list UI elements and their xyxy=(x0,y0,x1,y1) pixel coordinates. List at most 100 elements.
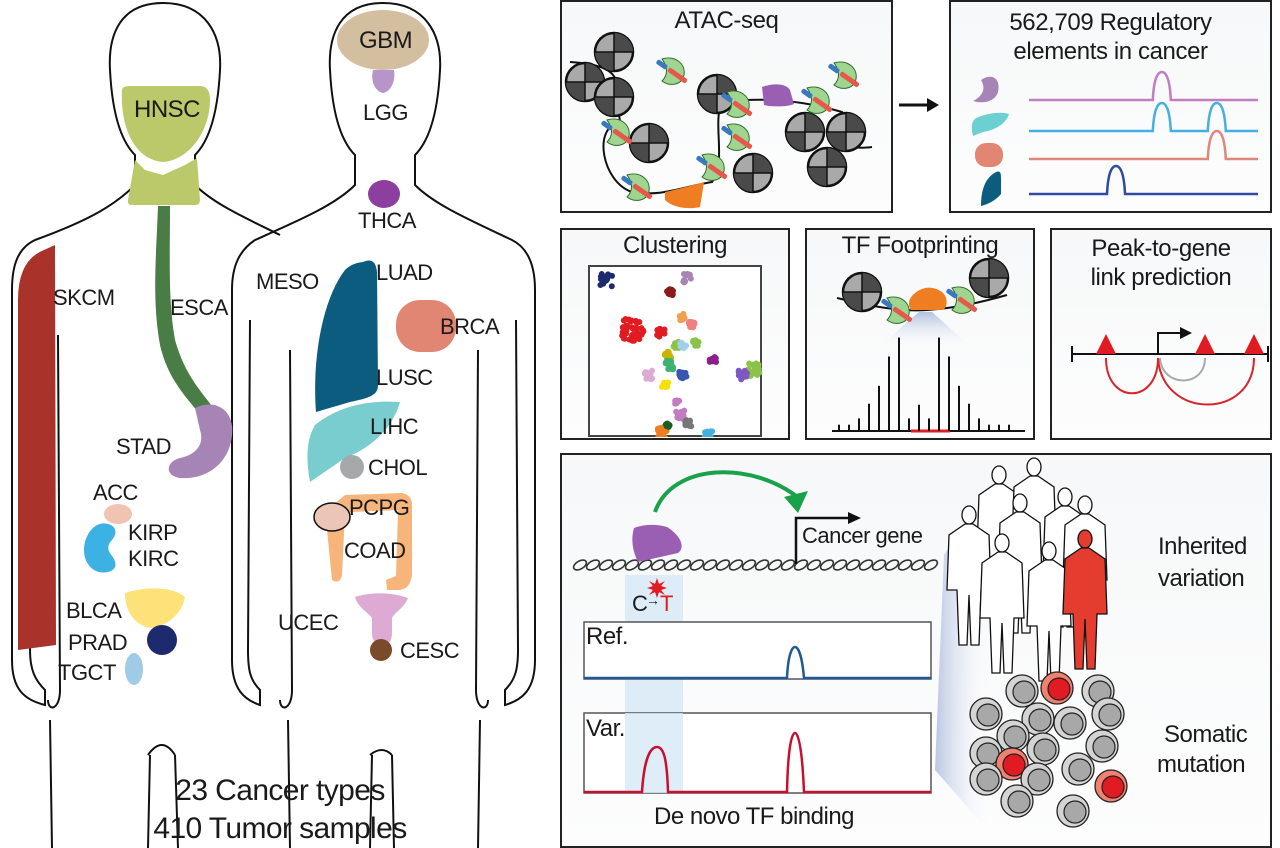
organ-gbm xyxy=(337,10,429,70)
cluster-point xyxy=(703,435,709,437)
cluster-point xyxy=(746,360,753,367)
cluster-point xyxy=(743,373,750,380)
chromatin-illustration xyxy=(564,31,873,209)
cluster-point xyxy=(661,380,668,387)
var-track-signal xyxy=(584,731,931,794)
link-arc xyxy=(1105,357,1159,395)
label-lihc: LIHC xyxy=(370,414,419,439)
tf-purple xyxy=(632,524,682,562)
cluster-point xyxy=(608,283,615,290)
cluster-point xyxy=(687,421,694,428)
organ-prad xyxy=(147,625,177,655)
signal-track-liver xyxy=(1029,101,1258,133)
organ-icon-stomach xyxy=(973,76,999,103)
panel-variant-analysis: Cancer gene C → T Ref. Var. De novo TF b… xyxy=(560,453,1272,848)
mutation-burst-icon xyxy=(647,578,667,598)
label-gbm: GBM xyxy=(359,27,413,54)
label-blca: BLCA xyxy=(66,598,122,623)
cluster-point xyxy=(609,272,616,279)
cluster-point xyxy=(681,407,688,414)
cluster-point xyxy=(686,321,693,328)
cluster-point xyxy=(662,434,668,437)
label-lgg: LGG xyxy=(363,100,408,125)
cluster-point xyxy=(633,319,640,326)
label-ucec: UCEC xyxy=(278,610,339,635)
organ-stad xyxy=(168,404,233,479)
tf-orange xyxy=(665,182,704,209)
panel-clustering: Clustering xyxy=(560,228,790,440)
label-brca: BRCA xyxy=(440,314,500,339)
signal-track-breast xyxy=(1029,129,1258,161)
label-chol: CHOL xyxy=(368,455,428,480)
label-thca: THCA xyxy=(358,208,416,233)
label-luad: LUAD xyxy=(376,260,433,285)
cluster-point xyxy=(656,425,663,432)
cluster-point xyxy=(680,342,687,349)
organ-icon-liver xyxy=(971,112,1009,136)
label-skcm: SKCM xyxy=(53,285,115,310)
cluster-point xyxy=(623,330,630,337)
peak-marker xyxy=(1096,334,1116,354)
cluster-point xyxy=(753,360,760,367)
panel-atac-seq: ATAC-seq xyxy=(560,0,893,213)
footprinting-title: TF Footprinting xyxy=(841,232,999,259)
cluster-point xyxy=(625,316,632,323)
cluster-point xyxy=(682,422,689,429)
label-prad: PRAD xyxy=(68,630,128,655)
cancer-gene-label: Cancer gene xyxy=(802,523,923,548)
organ-acc xyxy=(104,504,132,524)
peak-marker xyxy=(1195,334,1215,354)
peak-marker xyxy=(1244,334,1264,354)
organ-hnsc xyxy=(121,86,210,162)
cluster-point xyxy=(687,275,694,282)
variant-illustration xyxy=(572,457,1128,835)
footprint-illustration xyxy=(832,257,1025,433)
person-affected-icon xyxy=(1062,529,1108,670)
organ-pcpg xyxy=(313,502,351,532)
label-kirp: KIRP xyxy=(128,520,178,545)
label-hnsc: HNSC xyxy=(134,96,201,123)
link-arc-nonsignificant xyxy=(1159,357,1206,382)
organ-skcm xyxy=(18,245,56,650)
cluster-point xyxy=(648,367,655,374)
mutation-arrow-icon: → xyxy=(646,592,660,608)
cluster-point xyxy=(708,356,715,363)
cluster-point xyxy=(668,286,675,293)
tss-arrow-icon xyxy=(794,516,850,564)
organ-brca xyxy=(396,300,456,352)
organ-icon-lung xyxy=(981,171,1001,206)
peak-to-gene-title-line1: Peak-to-gene xyxy=(1091,235,1231,262)
cluster-point xyxy=(682,278,689,285)
ref-track-signal xyxy=(584,645,931,680)
organ-icon-breast xyxy=(975,143,1003,167)
mutation-alt-base: T xyxy=(660,591,673,616)
peak-to-gene-title-line2: link prediction xyxy=(1090,264,1232,291)
cluster-point xyxy=(678,413,685,420)
cluster-point xyxy=(621,335,628,342)
atac-seq-title: ATAC-seq xyxy=(674,7,779,34)
clustering-title: Clustering xyxy=(622,232,728,259)
organ-lgg xyxy=(372,70,395,93)
signal-track-stomach xyxy=(1029,70,1258,102)
arrow-right-icon xyxy=(899,98,939,112)
cluster-point xyxy=(735,372,742,379)
var-label: Var. xyxy=(586,715,625,742)
person-icon xyxy=(979,533,1025,674)
organ-cesc xyxy=(370,639,392,661)
inherited-line2: variation xyxy=(1158,565,1245,592)
label-kirc: KIRC xyxy=(128,546,179,571)
cluster-point xyxy=(669,291,676,298)
right-body-outline xyxy=(231,2,536,848)
organ-hnsc-neck xyxy=(127,158,200,205)
link-arc xyxy=(1157,357,1255,406)
cluster-point xyxy=(647,376,654,383)
ref-label: Ref. xyxy=(586,623,629,650)
cluster-point xyxy=(620,317,627,324)
regulatory-title-line1: 562,709 Regulatory xyxy=(1009,9,1212,36)
organ-lung xyxy=(315,260,378,412)
cluster-point xyxy=(680,270,687,277)
cluster-point xyxy=(657,435,662,437)
label-coad: COAD xyxy=(344,538,406,563)
regulatory-tracks xyxy=(971,70,1258,206)
cluster-point xyxy=(638,331,645,338)
